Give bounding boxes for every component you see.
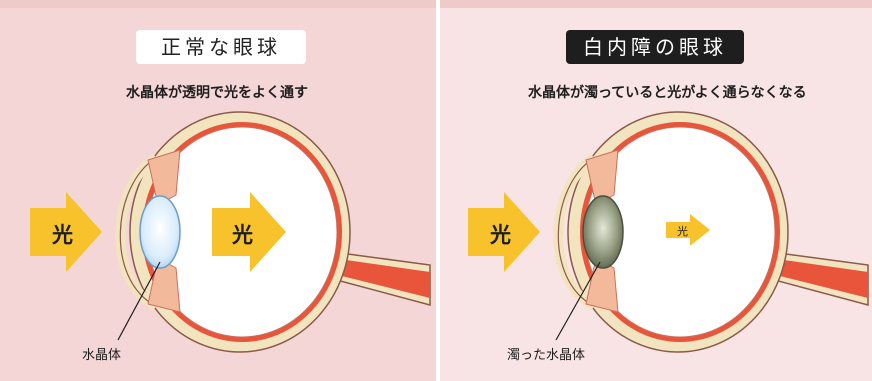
cloudy-lens	[582, 195, 624, 269]
iris-upper	[147, 149, 181, 206]
cataract-eyeball	[553, 111, 869, 353]
lens-label: 水晶体	[82, 348, 122, 363]
iris-lower	[147, 257, 181, 313]
light-label-in: 光	[490, 223, 511, 247]
cataract-eye-title: 白内障の眼球	[566, 30, 744, 64]
light-arrow-weak	[666, 214, 710, 246]
normal-eye-subtitle: 水晶体が透明で光をよく通す	[126, 85, 308, 101]
light-arrow-through	[212, 192, 286, 272]
normal-eye-title: 正常な眼球	[136, 30, 306, 64]
panel-divider	[436, 0, 440, 381]
light-label-weak: 光	[677, 225, 688, 238]
light-arrow-in	[468, 192, 540, 272]
cornea-outline	[119, 157, 157, 307]
light-label-through: 光	[232, 223, 253, 247]
cornea-outline	[557, 157, 595, 307]
clear-lens	[139, 195, 181, 269]
cataract-eye-subtitle: 水晶体が濁っていると光がよく通らなくなる	[528, 85, 807, 101]
lens-leader-line	[117, 261, 161, 341]
lens-leader-line	[555, 261, 601, 341]
light-arrow-in	[30, 192, 102, 272]
cloudy-lens-label: 濁った水晶体	[507, 348, 586, 363]
iris-upper	[585, 149, 619, 206]
light-label-in: 光	[52, 223, 73, 247]
